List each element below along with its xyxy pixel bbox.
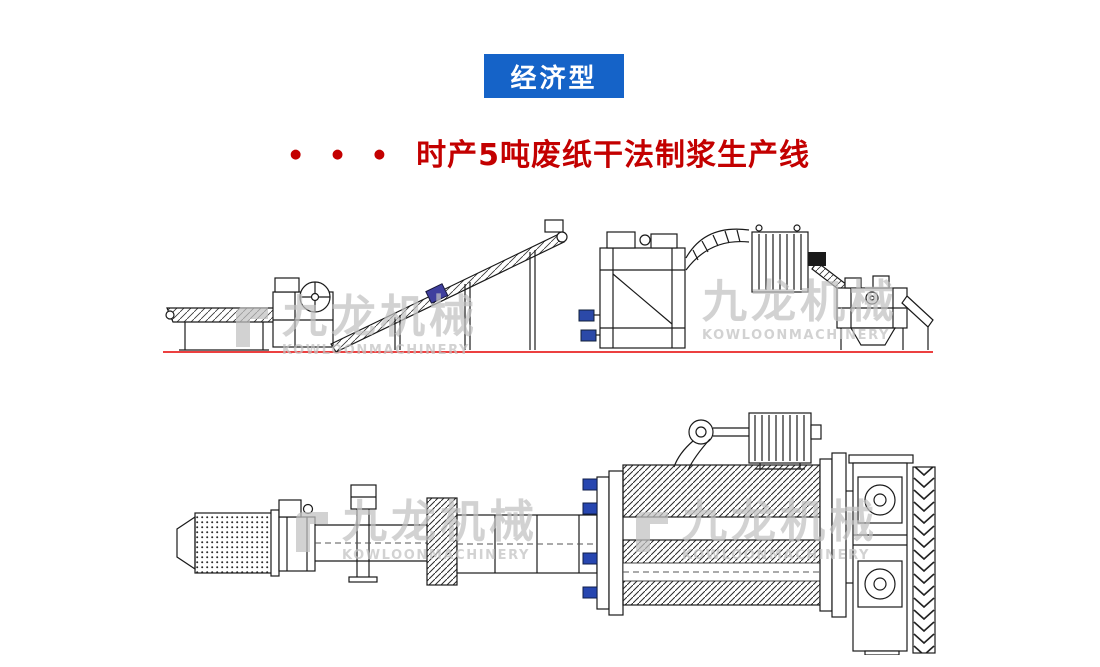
drum-pulper-diagram-bottom	[176, 412, 936, 655]
page-title: ● ● ● 时产5吨废纸干法制浆生产线	[0, 130, 1100, 174]
drive-motor-assembly	[673, 412, 822, 471]
pedestal-unit	[348, 484, 378, 583]
end-plates-left	[582, 470, 624, 616]
motor-body	[748, 412, 812, 464]
shredder	[272, 277, 334, 348]
chevron-column	[912, 466, 936, 654]
screening-tower	[578, 231, 686, 349]
production-line-diagram-top	[163, 219, 934, 353]
screw-drums	[622, 452, 847, 618]
title-bullet-dots: ● ● ●	[290, 147, 399, 162]
blue-bolts	[582, 478, 598, 599]
title-text: 时产5吨废纸干法制浆生产线	[416, 138, 810, 173]
feed-conveyor	[165, 307, 280, 351]
category-badge: 经济型	[484, 54, 624, 98]
disc-screen	[751, 224, 809, 293]
feed-drum	[176, 499, 316, 577]
blue-pumps	[578, 309, 597, 342]
inlet-pipe	[315, 497, 598, 586]
discharge-machine	[836, 275, 934, 350]
metal-separator	[425, 283, 449, 305]
flange-block	[426, 497, 458, 586]
inclined-conveyor	[330, 219, 568, 353]
drive-motor-icon	[808, 252, 826, 266]
category-badge-label: 经济型	[510, 63, 598, 94]
duct-elbow	[685, 228, 750, 271]
gear-frame	[846, 454, 936, 655]
